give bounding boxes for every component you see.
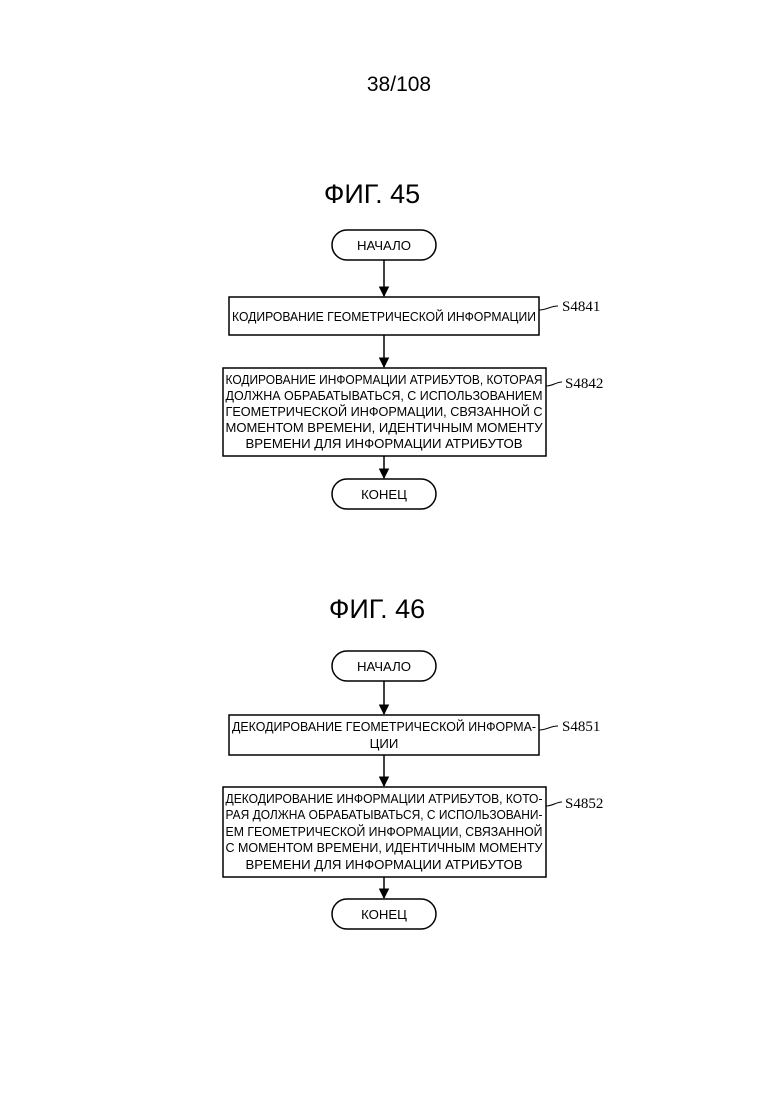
figure-46-step-s4851: ДЕКОДИРОВАНИЕ ГЕОМЕТРИЧЕСКОЙ ИНФОРМА- ЦИ… (229, 715, 600, 755)
figure-45-start-node: НАЧАЛО (332, 230, 436, 260)
figure-46-step-s4852-line-1: ДЕКОДИРОВАНИЕ ИНФОРМАЦИИ АТРИБУТОВ, КОТО… (226, 791, 543, 806)
figure-46-step-s4852-label: S4852 (565, 796, 603, 812)
figure-46-end-label: КОНЕЦ (361, 907, 407, 922)
figure-45-end-node: КОНЕЦ (332, 479, 436, 509)
figure-45-step-s4842-line-4: МОМЕНТОМ ВРЕМЕНИ, ИДЕНТИЧНЫМ МОМЕНТУ (226, 420, 544, 435)
figure-46-step-s4852-line-3: ЕМ ГЕОМЕТРИЧЕСКОЙ ИНФОРМАЦИИ, СВЯЗАННОЙ (226, 824, 543, 839)
page-number: 38/108 (367, 73, 431, 96)
figure-45-step-s4842-line-2: ДОЛЖНА ОБРАБАТЫВАТЬСЯ, С ИСПОЛЬЗОВАНИЕМ (226, 388, 543, 403)
figure-45: ФИГ. 45 НАЧАЛО КОДИРОВАНИЕ ГЕОМЕТРИЧЕСКО… (223, 179, 603, 509)
figure-45-step-s4841-label: S4841 (562, 299, 600, 315)
figure-46-step-s4852-line-5: ВРЕМЕНИ ДЛЯ ИНФОРМАЦИИ АТРИБУТОВ (245, 857, 522, 872)
figure-46-step-s4852-leader (546, 802, 562, 806)
figure-45-start-label: НАЧАЛО (357, 238, 411, 253)
figure-46-start-label: НАЧАЛО (357, 659, 411, 674)
figure-46-start-node: НАЧАЛО (332, 651, 436, 681)
figure-45-step-s4841-leader (539, 306, 558, 310)
figure-45-end-label: КОНЕЦ (361, 487, 407, 502)
figure-45-title: ФИГ. 45 (324, 179, 420, 209)
figure-46-title: ФИГ. 46 (329, 594, 425, 624)
figure-46-end-node: КОНЕЦ (332, 899, 436, 929)
figure-46: ФИГ. 46 НАЧАЛО ДЕКОДИРОВАНИЕ ГЕОМЕТРИЧЕС… (223, 594, 603, 929)
figure-46-step-s4851-line-1: ДЕКОДИРОВАНИЕ ГЕОМЕТРИЧЕСКОЙ ИНФОРМА- (232, 719, 536, 734)
figure-46-step-s4852-line-2: РАЯ ДОЛЖНА ОБРАБАТЫВАТЬСЯ, С ИСПОЛЬЗОВАН… (226, 807, 543, 822)
figure-46-step-s4851-label: S4851 (562, 719, 600, 735)
figure-45-step-s4842-label: S4842 (565, 376, 603, 392)
figure-46-step-s4852-line-4: С МОМЕНТОМ ВРЕМЕНИ, ИДЕНТИЧНЫМ МОМЕНТУ (226, 840, 544, 855)
figure-46-step-s4851-line-2: ЦИИ (370, 736, 399, 751)
figure-45-step-s4841: КОДИРОВАНИЕ ГЕОМЕТРИЧЕСКОЙ ИНФОРМАЦИИ S4… (229, 297, 600, 335)
figure-46-step-s4852: ДЕКОДИРОВАНИЕ ИНФОРМАЦИИ АТРИБУТОВ, КОТО… (223, 787, 603, 877)
figure-45-step-s4842-leader (546, 382, 562, 386)
figure-46-step-s4851-leader (539, 726, 558, 730)
figure-45-step-s4842: КОДИРОВАНИЕ ИНФОРМАЦИИ АТРИБУТОВ, КОТОРА… (223, 368, 603, 456)
figure-45-step-s4842-line-5: ВРЕМЕНИ ДЛЯ ИНФОРМАЦИИ АТРИБУТОВ (245, 436, 522, 451)
figure-45-step-s4842-line-3: ГЕОМЕТРИЧЕСКОЙ ИНФОРМАЦИИ, СВЯЗАННОЙ С (226, 404, 543, 419)
figure-45-step-s4841-line-1: КОДИРОВАНИЕ ГЕОМЕТРИЧЕСКОЙ ИНФОРМАЦИИ (232, 309, 536, 324)
figure-45-step-s4842-line-1: КОДИРОВАНИЕ ИНФОРМАЦИИ АТРИБУТОВ, КОТОРА… (226, 372, 543, 387)
